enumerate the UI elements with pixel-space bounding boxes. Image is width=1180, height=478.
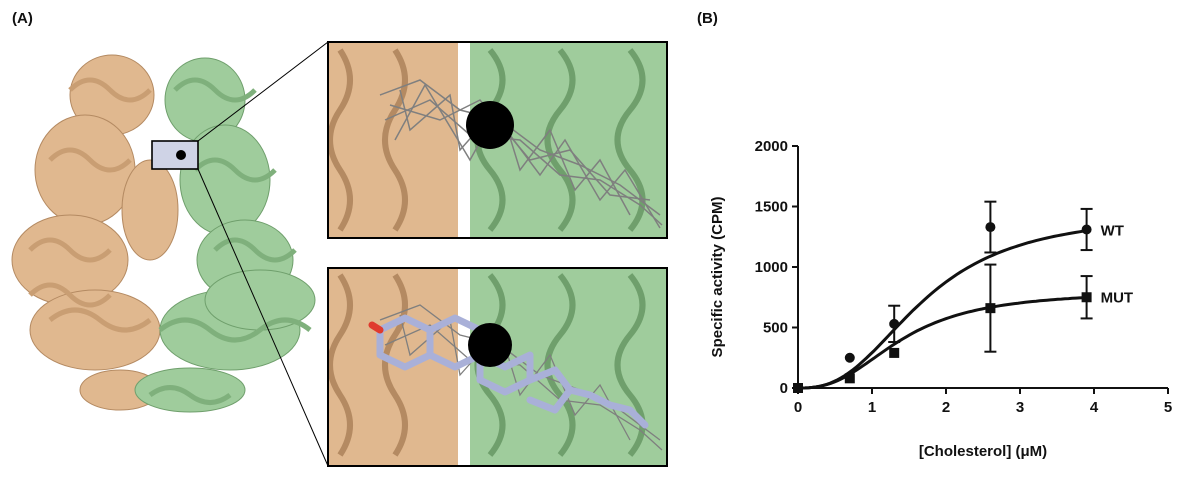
chain-a-helices bbox=[28, 77, 152, 333]
y-axis-label: Specific activity (CPM) bbox=[709, 197, 726, 358]
cholesterol-ligand bbox=[376, 314, 649, 429]
data-point-mut bbox=[844, 373, 855, 384]
binding-site-marker bbox=[176, 150, 186, 160]
zoom-line-top bbox=[197, 41, 329, 142]
chain-b-green bbox=[134, 57, 316, 413]
x-tick-label: 2 bbox=[942, 399, 950, 416]
inset-bottom-frame bbox=[327, 267, 668, 467]
series-label-wt: WT bbox=[1101, 223, 1124, 240]
data-point-mut bbox=[1081, 292, 1092, 303]
density-mesh bbox=[379, 79, 663, 229]
data-point-mut bbox=[985, 303, 996, 314]
fit-curve-wt bbox=[798, 229, 1087, 390]
zoom-box bbox=[151, 140, 199, 170]
y-tick-label: 2000 bbox=[755, 138, 788, 155]
data-points bbox=[793, 222, 1092, 393]
y-tick-label: 0 bbox=[780, 380, 788, 397]
x-tick-group: 0 1 2 3 4 5 bbox=[794, 388, 1172, 416]
zoom-line-bottom bbox=[197, 168, 329, 467]
y-tick-label: 1500 bbox=[755, 199, 788, 216]
y-tick-label: 1000 bbox=[755, 259, 788, 276]
data-point-wt bbox=[844, 352, 855, 363]
y-tick-group: 0 500 1000 1500 2000 bbox=[755, 138, 798, 397]
data-point-wt bbox=[889, 318, 900, 329]
x-tick-label: 3 bbox=[1016, 399, 1024, 416]
panel-b-label: (B) bbox=[697, 10, 718, 27]
protein-structure bbox=[11, 41, 329, 467]
hydroxyl-oxygen bbox=[368, 321, 384, 334]
atom-sphere bbox=[466, 101, 514, 149]
x-tick-label: 0 bbox=[794, 399, 802, 416]
x-tick-label: 5 bbox=[1164, 399, 1172, 416]
fit-curve-mut bbox=[798, 296, 1087, 390]
inset-density bbox=[328, 42, 667, 238]
data-point-wt bbox=[985, 222, 996, 233]
data-point-mut bbox=[793, 383, 803, 393]
panel-a-label: (A) bbox=[12, 10, 33, 27]
x-axis-label: [Cholesterol] (μM) bbox=[919, 443, 1047, 460]
chain-b-helices bbox=[148, 77, 312, 405]
inset-ligand bbox=[328, 268, 667, 466]
data-point-wt bbox=[1081, 224, 1092, 235]
series-labels: WT MUT bbox=[1101, 223, 1134, 307]
x-tick-label: 1 bbox=[868, 399, 876, 416]
chain-a-tan bbox=[11, 54, 179, 411]
activity-chart: 0 1 2 3 4 5 0 500 1000 1500 2000 WT MUT [Cholester… bbox=[709, 138, 1172, 460]
y-tick-label: 500 bbox=[763, 320, 788, 337]
data-point-mut bbox=[889, 347, 900, 358]
inset-top-frame bbox=[327, 41, 668, 239]
fit-curves bbox=[798, 229, 1087, 390]
x-tick-label: 4 bbox=[1090, 399, 1099, 416]
series-label-mut: MUT bbox=[1101, 290, 1134, 307]
